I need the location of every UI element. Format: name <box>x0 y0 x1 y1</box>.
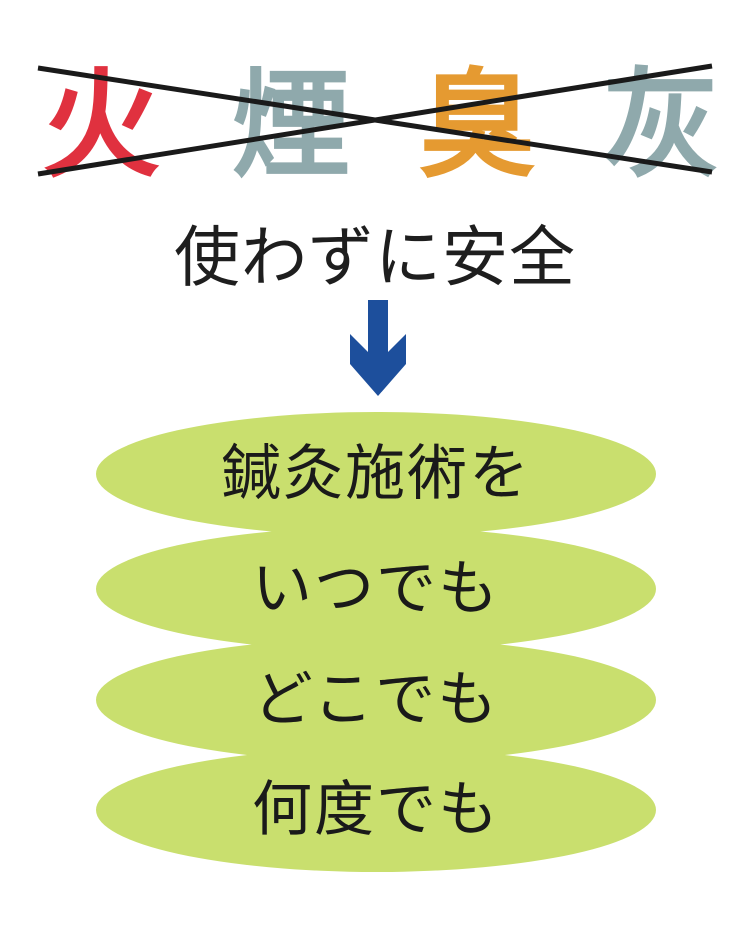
benefit-text: 何度でも <box>252 775 500 845</box>
benefit-ellipse-4: 何度でも <box>96 748 656 872</box>
benefit-ellipse-1: 鍼灸施術を <box>96 412 656 536</box>
benefit-text: どこでも <box>252 665 500 735</box>
subtitle: 使わずに安全 <box>174 219 576 296</box>
odor-character: 臭 <box>418 56 537 194</box>
benefit-ellipse-3: どこでも <box>96 638 656 762</box>
benefit-text: いつでも <box>252 554 500 624</box>
benefit-ellipse-2: いつでも <box>96 527 656 651</box>
cross-out-icon <box>37 63 713 177</box>
benefit-text: 鍼灸施術を <box>221 439 531 509</box>
arrow-down-icon <box>350 300 406 396</box>
